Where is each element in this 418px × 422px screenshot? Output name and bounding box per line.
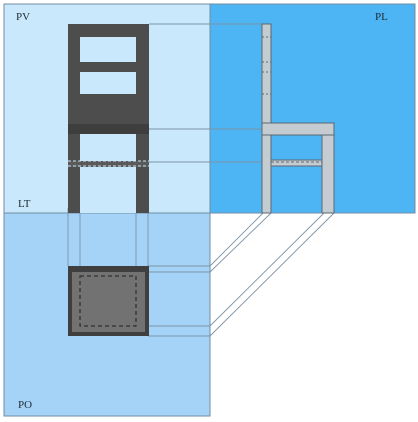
lateral-plane-pl	[209, 3, 416, 214]
label-pl: PL	[375, 11, 388, 23]
backrest-opening-upper	[80, 37, 136, 62]
chair-side-view	[261, 23, 335, 214]
diagonal-line-3	[209, 212, 325, 327]
label-pv: PV	[16, 11, 30, 23]
diagonal-line-1	[209, 212, 264, 267]
under-seat-opening	[80, 134, 136, 162]
leg-gap	[80, 166, 136, 213]
diagonal-line-4	[209, 212, 335, 337]
label-lt: LT	[18, 198, 31, 210]
chair-top-view	[68, 266, 149, 336]
top-hidden-legs	[79, 275, 137, 327]
top-seat-surface	[72, 272, 145, 332]
projection-lines	[67, 23, 335, 337]
diagonal-line-2	[209, 212, 272, 273]
backrest-opening-lower	[80, 72, 136, 94]
label-po: PO	[18, 399, 32, 411]
chair-front-view	[68, 24, 149, 213]
side-back-post	[261, 23, 272, 214]
side-lower-rail	[270, 159, 323, 167]
lower-rail	[68, 161, 149, 167]
side-seat	[261, 122, 335, 136]
side-front-leg	[321, 134, 335, 214]
seat-front-band	[68, 124, 149, 134]
